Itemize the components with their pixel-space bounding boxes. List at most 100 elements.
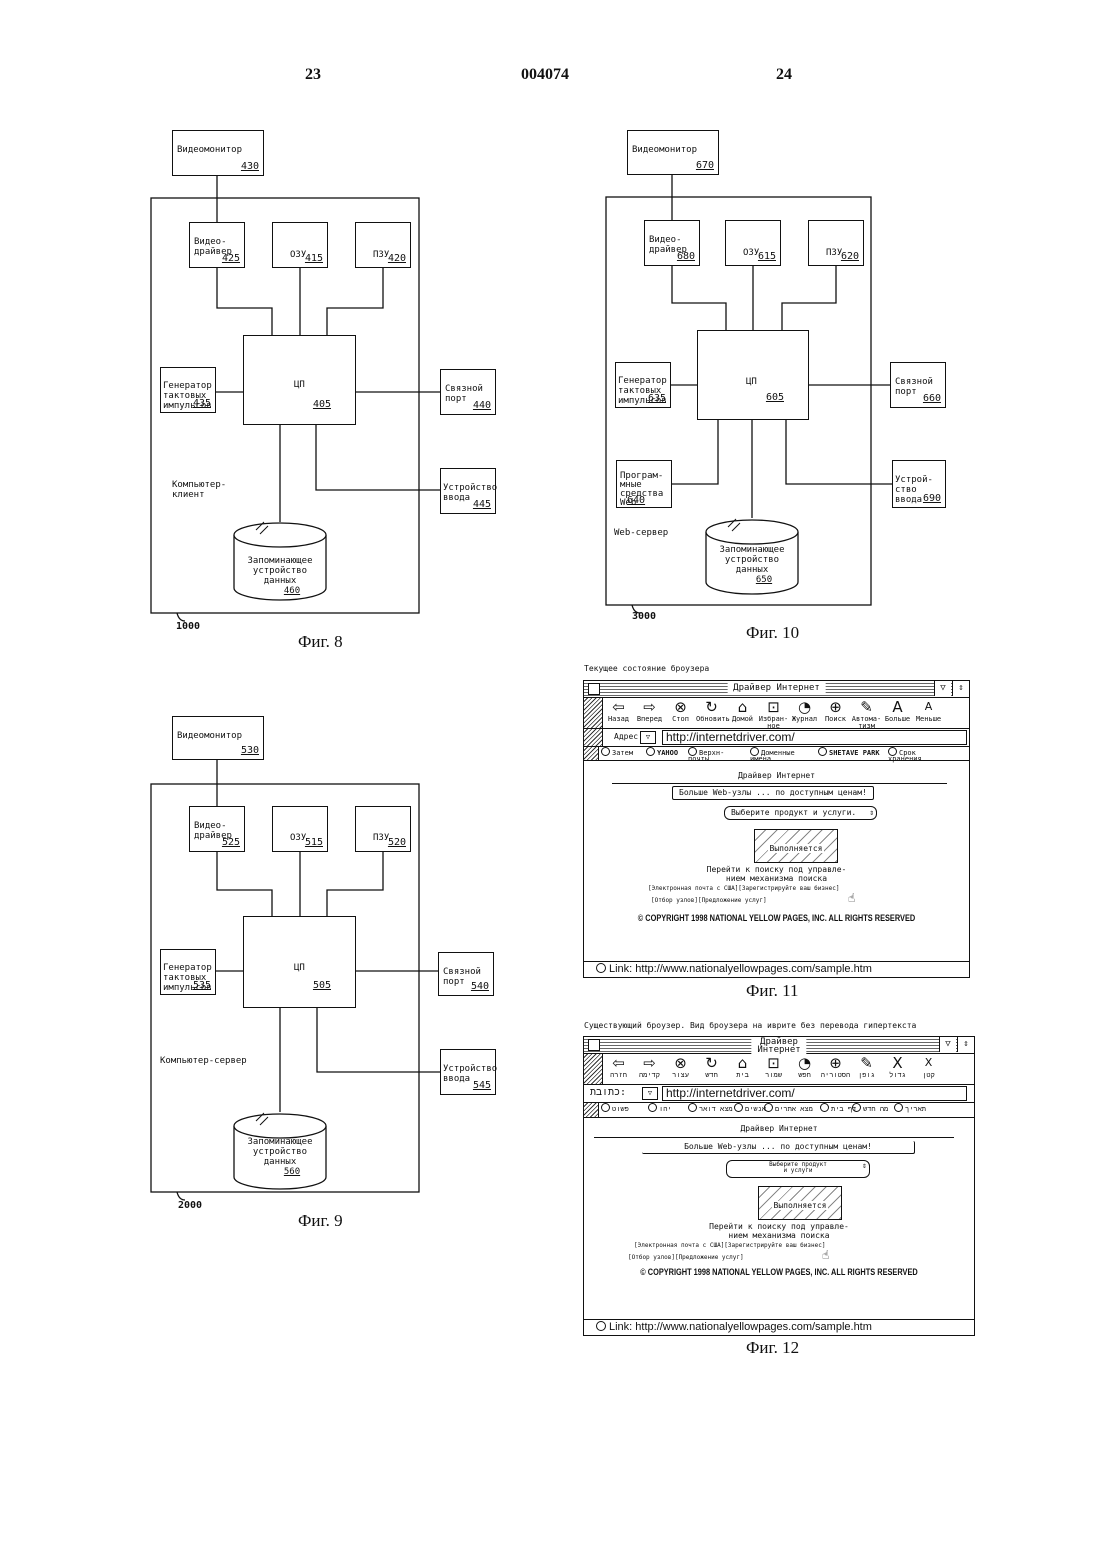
fig12-refresh-label: חדש [705, 1071, 718, 1079]
fig12-url-input[interactable]: http://internetdriver.com/ [662, 1086, 967, 1101]
fig12-caption: Фиг. 12 [746, 1338, 799, 1358]
fig11-title-bar: Драйвер Интернет ▽ ⇕ [584, 681, 969, 698]
fig11-search-link[interactable]: Перейти к поиску под управле- нием механ… [584, 865, 969, 883]
fig12-heading: Драйвер Интернет [584, 1124, 974, 1133]
fig9-input-device-num: 545 [473, 1081, 491, 1091]
fig11-link-0[interactable]: Затем [601, 747, 633, 760]
fig11-history-button[interactable]: ◔Журнал [789, 698, 820, 723]
fig12-divider [594, 1137, 954, 1138]
fig12-scroll-icon[interactable]: ⇕ [957, 1037, 974, 1052]
fig11-links-row2[interactable]: [Отбор узлов][Предложение услуг] [651, 897, 767, 904]
fig11-toolbar: ⇦Назад ⇨Вперед ⊗Стоп ↻Обновить ⌂Домой ⊡И… [584, 698, 969, 729]
fig11-home-button[interactable]: ⌂Домой [727, 698, 758, 723]
home-icon: ⌂ [727, 1054, 758, 1072]
fig11-heading: Драйвер Интернет [584, 771, 969, 780]
history-icon: ◔ [789, 698, 820, 716]
fig9-caption: Фиг. 9 [298, 1211, 343, 1231]
fig12-save-button[interactable]: ⊡שמור [758, 1054, 789, 1079]
fig12-larger-button[interactable]: Xגדול [882, 1054, 913, 1079]
favorites-icon: ⊡ [758, 698, 789, 716]
font-smaller-icon: X [913, 1054, 944, 1072]
fig11-stop-button[interactable]: ⊗Стоп [665, 698, 696, 723]
fig9-computer-label: Компьютер-сервер [160, 1056, 247, 1066]
fig12-link-1[interactable]: יהו [648, 1103, 672, 1116]
fig9-cpu: ЦП 505 [243, 916, 356, 1008]
fig8-cpu-num: 405 [313, 400, 331, 410]
fig11-address-dropdown-icon[interactable]: ▽ [640, 731, 656, 744]
fig11-link-2[interactable]: Верхн- почты [688, 747, 724, 762]
fig11-larger-label: Больше [885, 715, 910, 723]
fig12-link-4[interactable]: מצא אתרים [764, 1103, 813, 1116]
fig12-history-button[interactable]: ⊕הסטוריה [820, 1054, 851, 1079]
fig12-refresh-button[interactable]: ↻חדש [696, 1054, 727, 1079]
fig12-link-0[interactable]: פשוט [601, 1103, 629, 1116]
fig11-larger-button[interactable]: AБольше [882, 698, 913, 723]
fig12-copyright: © COPYRIGHT 1998 NATIONAL YELLOW PAGES, … [619, 1267, 939, 1277]
fig12-forward-button[interactable]: ⇨קדימה [634, 1054, 665, 1079]
fig12-link-6[interactable]: מה חדש [852, 1103, 888, 1116]
fig9-video-driver-num: 525 [222, 838, 240, 848]
fig12-link-5[interactable]: דף בית [820, 1103, 856, 1116]
fig11-links-row1[interactable]: [Электронная почта с США][Зарегистрируйт… [648, 885, 839, 892]
fig12-link-2[interactable]: מצא דואר [688, 1103, 733, 1116]
fig12-status-bar: Link: http://www.nationalyellowpages.com… [584, 1319, 974, 1335]
fig11-busy-button[interactable]: Выполняется [754, 829, 838, 863]
fig12-smaller-button[interactable]: Xקטן [913, 1054, 944, 1079]
fig12-links-row1[interactable]: [Электронная почта с США][Зарегистрируйт… [634, 1242, 825, 1249]
fig11-link-5[interactable]: Срок хранения [888, 747, 922, 762]
fig12-close-box[interactable] [588, 1039, 600, 1051]
fig9-rom-num: 520 [388, 838, 406, 848]
fig9-video-monitor-label: Видеомонитор [177, 731, 242, 741]
font-larger-icon: A [882, 698, 913, 716]
fig11-search-button[interactable]: ⊕Поиск [820, 698, 851, 723]
fig11-refresh-label: Обновить [696, 715, 730, 723]
fig11-scroll-icon[interactable]: ⇕ [952, 681, 969, 696]
fig11-status-text: Link: http://www.nationalyellowpages.com… [609, 963, 872, 975]
fig8-computer-label: Компьютер- клиент [172, 480, 226, 500]
fig12-back-label: חזרה [610, 1071, 627, 1079]
fig12-font-button[interactable]: ✎גופן [851, 1054, 882, 1079]
fig11-forward-button[interactable]: ⇨Вперед [634, 698, 665, 723]
fig11-dropdown-icon[interactable]: ▽ [934, 681, 951, 696]
fig11-back-button[interactable]: ⇦Назад [603, 698, 634, 723]
fig11-history-label: Журнал [792, 715, 817, 723]
fig12-search-link[interactable]: Перейти к поиску под управле- нием механ… [584, 1222, 974, 1240]
fig12-history-label: הסטוריה [821, 1071, 850, 1079]
fig8-video-monitor-num: 430 [241, 162, 259, 172]
fig11-close-box[interactable] [588, 683, 600, 695]
fig11-link-3[interactable]: Доменные имена [750, 747, 795, 762]
fig8-storage-num: 460 [246, 586, 338, 596]
fig11-autofill-button[interactable]: ✎Автома- тизм [851, 698, 882, 730]
fig11-refresh-button[interactable]: ↻Обновить [696, 698, 727, 723]
fig11-copyright: © COPYRIGHT 1998 NATIONAL YELLOW PAGES, … [619, 913, 935, 923]
fig12-link-3[interactable]: אנשים [734, 1103, 766, 1116]
fig12-home-button[interactable]: ⌂בית [727, 1054, 758, 1079]
fig12-search-label: חפש [798, 1071, 811, 1079]
fig11-url-input[interactable]: http://internetdriver.com/ [662, 730, 967, 745]
fig11-favorites-button[interactable]: ⊡Избран- ное [758, 698, 789, 730]
fig12-forward-label: קדימה [639, 1071, 660, 1079]
fig12-back-button[interactable]: ⇦חזרה [603, 1054, 634, 1079]
fig12-link-7[interactable]: תאריך [894, 1103, 926, 1116]
fig12-toolbar-grip[interactable] [584, 1054, 603, 1084]
fig12-address-dropdown-icon[interactable]: ▽ [642, 1087, 658, 1100]
fig11-forward-label: Вперед [637, 715, 662, 723]
fig11-smaller-button[interactable]: AМеньше [913, 698, 944, 723]
fig11-toolbar-grip[interactable] [584, 698, 603, 728]
fig12-dropdown-icon[interactable]: ▽ [939, 1037, 956, 1052]
fig12-stop-button[interactable]: ⊗עצור [665, 1054, 696, 1079]
fig12-links-grip [584, 1103, 599, 1117]
fig11-link-1[interactable]: YAHOO [646, 747, 678, 760]
fig11-link-4[interactable]: SHETAVE PARK [818, 747, 880, 760]
fig12-search-button[interactable]: ◔חפש [789, 1054, 820, 1079]
fig12-font-label: גופן [858, 1071, 875, 1079]
fig10-rom: ПЗУ 620 [808, 220, 864, 266]
fig12-slogan: Больше Web-узлы ... по доступным ценам! [642, 1141, 915, 1154]
fig9-storage: Запоминающее устройство данных 560 [234, 1137, 326, 1179]
fig8-frame-num: 1000 [176, 622, 200, 632]
fig10-rom-label: ПЗУ [826, 248, 842, 258]
fig12-busy-button[interactable]: Выполняется [758, 1186, 842, 1220]
fig11-product-select[interactable]: Выберите продукт и услуги.⇕ [724, 806, 877, 820]
fig12-links-row2[interactable]: [Отбор узлов][Предложение услуг] [628, 1254, 744, 1261]
fig12-product-select[interactable]: Выберите продукт и услуги⇕ [726, 1160, 870, 1178]
